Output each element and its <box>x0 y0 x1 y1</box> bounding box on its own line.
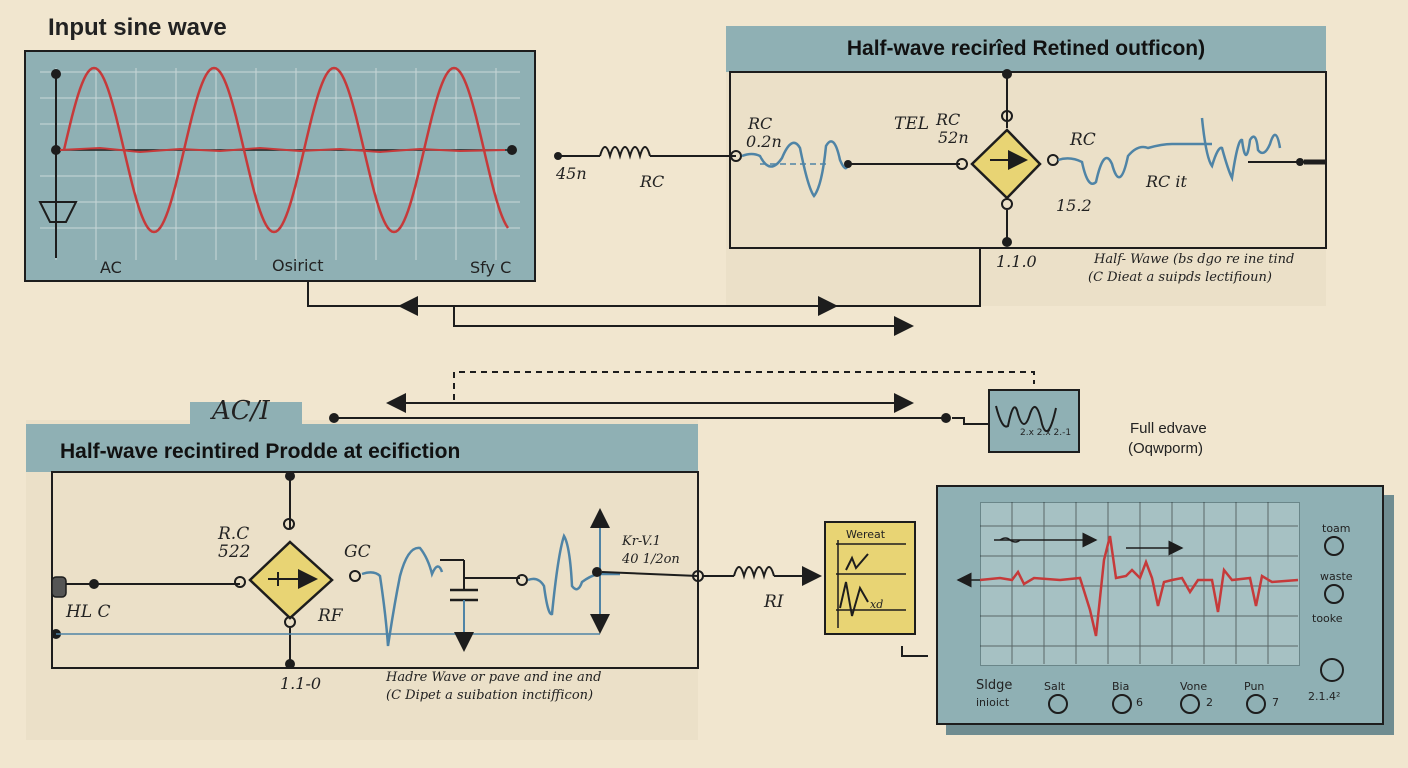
scope-label-inioict: inioict <box>976 696 1010 709</box>
scope-button-vone[interactable] <box>1180 694 1200 714</box>
input-label-ac: AC <box>100 258 122 277</box>
mini-scope <box>988 389 1080 453</box>
full-wave-label-line2: (Oqwporm) <box>1128 440 1204 457</box>
scope-label-pun: Pun <box>1244 680 1265 693</box>
label-tel: TEL <box>894 114 930 134</box>
resistor-bottom <box>733 566 775 580</box>
scope-label-7: 7 <box>1272 696 1279 709</box>
scope-label-sldge: Sldge <box>976 678 1013 693</box>
scope-label-6: 6 <box>1136 696 1143 709</box>
scope-knob-main[interactable] <box>1320 658 1344 682</box>
scope-button-bia[interactable] <box>1112 694 1132 714</box>
bottom-caption-line1: Hadre Wave or pave and ine and <box>386 670 602 685</box>
label-1-1-0-bottom: 1.1-0 <box>280 674 322 693</box>
label-rc-it: RC it <box>1146 172 1187 191</box>
label-15-2: 15.2 <box>1056 196 1092 215</box>
label-kr-v1: Kr-V.1 <box>622 534 661 549</box>
label-rc-02n-line2: 0.2n <box>746 132 782 151</box>
scope-button-pun[interactable] <box>1246 694 1266 714</box>
scope-button-salt[interactable] <box>1048 694 1068 714</box>
full-wave-label-line1: Full edvave <box>1130 420 1207 437</box>
meter-label-xd: xd <box>870 598 884 611</box>
scope-label-bia: Bia <box>1112 680 1130 693</box>
scope-label-salt: Salt <box>1044 680 1066 693</box>
label-rf: RF <box>318 606 343 626</box>
label-rc-right: RC <box>1070 130 1096 150</box>
label-hlc: HL C <box>66 602 111 622</box>
scope-label-vone: Vone <box>1180 680 1208 693</box>
scope-knob-waste[interactable] <box>1324 584 1344 604</box>
scope-label-toam: toam <box>1322 522 1351 535</box>
scope-label-tooke: tooke <box>1312 612 1343 625</box>
label-rc-left: RC <box>640 172 665 191</box>
scope-knob-toam[interactable] <box>1324 536 1344 556</box>
label-rc-52n-line1: RC <box>936 110 961 129</box>
label-gc: GC <box>344 542 371 562</box>
label-40-1-2on: 40 1/2on <box>622 552 680 567</box>
label-rc-52n-line2: 52n <box>938 128 969 147</box>
ac-tab[interactable] <box>190 402 302 428</box>
scope-label-waste: waste <box>1320 570 1353 583</box>
input-panel-title: Input sine wave <box>48 14 227 41</box>
meter-title: Wereat <box>846 528 886 541</box>
label-1-1-0-top: 1.1.0 <box>996 252 1037 271</box>
output-oscilloscope-screen <box>980 502 1300 666</box>
input-oscilloscope-screen <box>24 50 536 282</box>
mini-scope-label: 2.x 2.x 2.-1 <box>1020 428 1072 438</box>
scope-label-2: 2 <box>1206 696 1213 709</box>
resistor-top-left <box>599 146 651 160</box>
label-ri: RI <box>764 592 784 612</box>
input-label-osirict: Osirict <box>272 256 324 275</box>
label-rc-522-line1: R.C <box>218 524 250 544</box>
label-rc-522-line2: 522 <box>218 542 251 562</box>
label-45n: 45n <box>556 164 587 183</box>
top-right-panel-title: Half-wave recirîed Retined outficon) <box>726 26 1326 72</box>
bottom-left-panel-title: Half-wave recintired Prodde at ecifictio… <box>26 424 698 472</box>
top-caption-line1: Half- Wawe (bs dgo re ine tind <box>1094 252 1295 267</box>
input-label-sfyc: Sfy C <box>470 258 512 277</box>
label-rc-02n-line1: RC <box>748 114 773 133</box>
scope-label-2-1-4: 2.1.4² <box>1308 690 1341 703</box>
ac-tab-label: AC/I <box>212 396 270 426</box>
bottom-caption-line2: (C Dipet a suibation inctifficon) <box>386 688 594 703</box>
top-caption-line2: (C Dieat a suipds lectifioun) <box>1088 270 1272 285</box>
